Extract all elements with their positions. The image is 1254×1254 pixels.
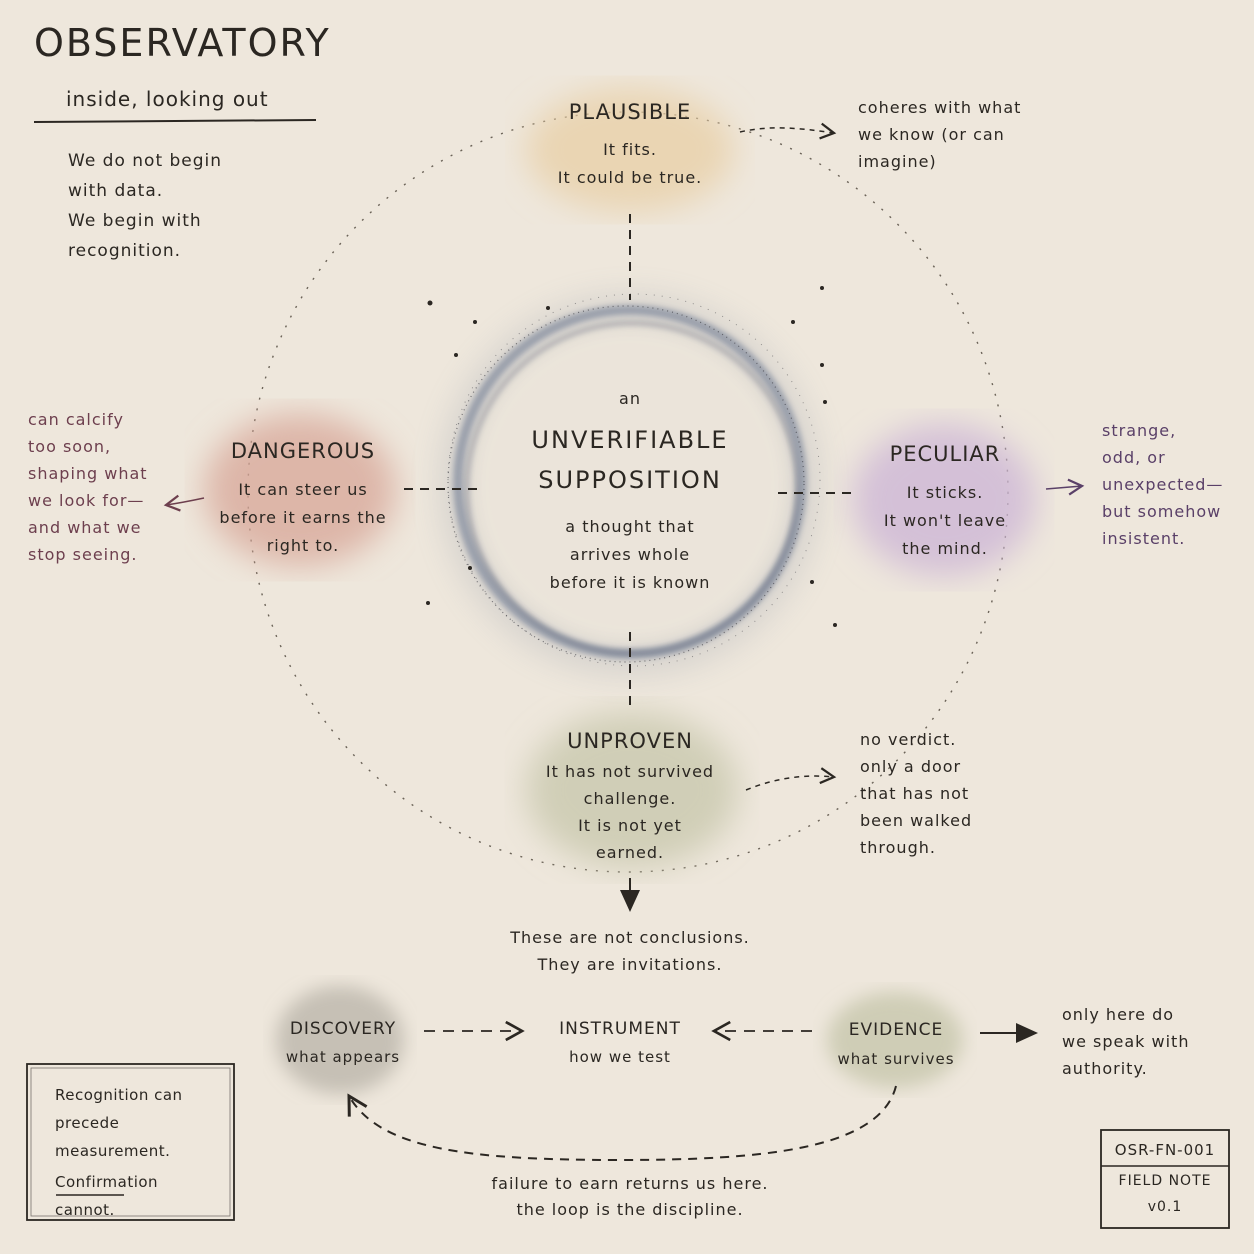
discovery-sub: what appears [285,1048,401,1066]
center-pre: an [619,389,641,408]
peculiar-body: It sticks. It won't leave the mind. [883,483,1007,558]
scatter-dots [426,286,837,627]
peculiar-wash [852,424,1036,576]
instrument-title: INSTRUMENT [559,1019,681,1039]
peculiar-note: strange, odd, or unexpected— but somehow… [1102,421,1224,548]
page-title: OBSERVATORY [34,21,331,65]
evidence-sub: what survives [837,1050,955,1068]
plausible-body: It fits. It could be true. [557,140,703,187]
discovery-wash [276,986,404,1094]
discovery-title: DISCOVERY [289,1019,397,1039]
plausible-note-arrow [739,122,837,140]
dangerous-body: It can steer us before it earns the righ… [219,480,387,555]
evidence-title: EVIDENCE [848,1020,944,1040]
page-subtitle: inside, looking out [66,87,269,111]
cannot-word: cannot [55,1201,110,1219]
maxim-box-frame [26,1063,235,1221]
plausible-note: coheres with what we know (or can imagin… [858,98,1022,171]
spoke-connectors [404,214,852,712]
unproven-note: no verdict. only a door that has not bee… [860,730,973,857]
stamp-version: v0.1 [1147,1199,1183,1215]
center-ring [440,293,821,675]
center-body: a thought that arrives whole before it i… [549,517,711,592]
plausible-title: PLAUSIBLE [568,100,692,124]
evidence-wash [827,992,963,1088]
evidence-note: only here do we speak with authority. [1062,1005,1190,1078]
invitation-text: These are not conclusions. They are invi… [510,928,750,974]
unproven-title: UNPROVEN [567,729,693,753]
unproven-wash [526,712,738,868]
maxim-box: Recognition can precede measurement. Con… [55,1086,183,1219]
unproven-note-arrow [745,767,837,791]
title-underline [33,119,317,123]
instrument-sub: how we test [569,1048,671,1066]
return-note: failure to earn returns us here. the loo… [491,1174,769,1219]
center-title: UNVERIFIABLE SUPPOSITION [531,426,729,494]
intro-text: We do not begin with data. We begin with… [68,151,223,261]
peculiar-note-arrow [1045,478,1085,496]
dangerous-note-arrow [163,494,205,512]
stamp-label: FIELD NOTE [1118,1173,1212,1189]
dangerous-wash [204,414,396,566]
stamp-id: OSR-FN-001 [1114,1141,1216,1159]
unproven-body: It has not survived challenge. It is not… [545,762,715,862]
dangerous-note: can calcify too soon, shaping what we lo… [28,410,148,564]
stamp-frame [1100,1129,1230,1229]
plausible-wash [526,88,734,212]
return-loop-arrow [347,1085,897,1162]
dangerous-title: DANGEROUS [230,439,376,463]
peculiar-title: PECULIAR [889,442,1001,466]
